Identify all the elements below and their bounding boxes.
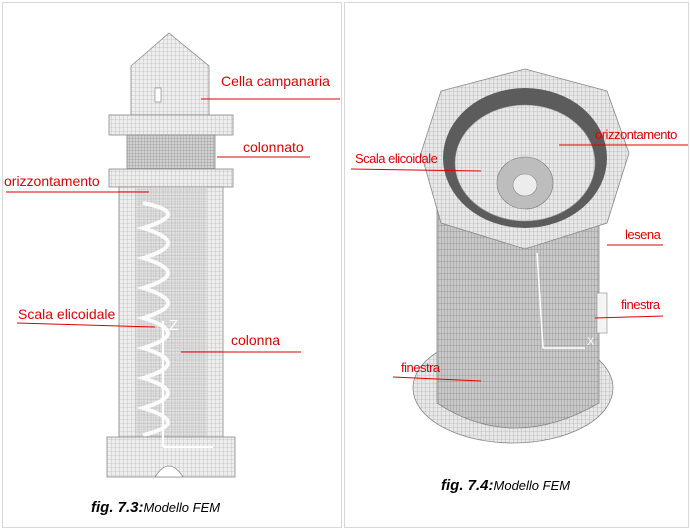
caption-text: Modello FEM [493,478,571,493]
caption-number: fig. 7.4: [441,477,494,494]
label-scala-elicoidale-right: Scala elicoidale [355,151,438,166]
caption-number: fig. 7.3: [91,499,144,516]
caption-text: Modello FEM [143,500,221,515]
label-lesena: lesena [625,227,661,242]
label-cella-campanaria: Cella campanaria [221,73,330,89]
figure-7-3-panel: Cella campanaria colonnato orizzontament… [2,2,342,528]
label-finestra-right: finestra [621,297,660,312]
axis-x-label: X [587,336,595,348]
figure-7-4-panel: orizzontamento Scala elicoidale lesena f… [344,2,689,528]
caption-fig-7-4: fig. 7.4:Modello FEM [441,477,570,494]
label-colonnato: colonnato [243,139,304,155]
tower-perspective-mesh [350,68,688,444]
caption-fig-7-3: fig. 7.3:Modello FEM [91,499,220,516]
tower-elevation-mesh [6,32,340,478]
label-orizzontamento-right: orizzontamento [595,127,677,142]
label-scala-elicoidale-left: Scala elicoidale [18,306,116,322]
label-finestra-left: finestra [401,360,440,375]
axis-z-label: Z [169,317,179,334]
label-colonna: colonna [231,332,281,348]
label-orizzontamento-left: orizzontamento [4,173,100,189]
